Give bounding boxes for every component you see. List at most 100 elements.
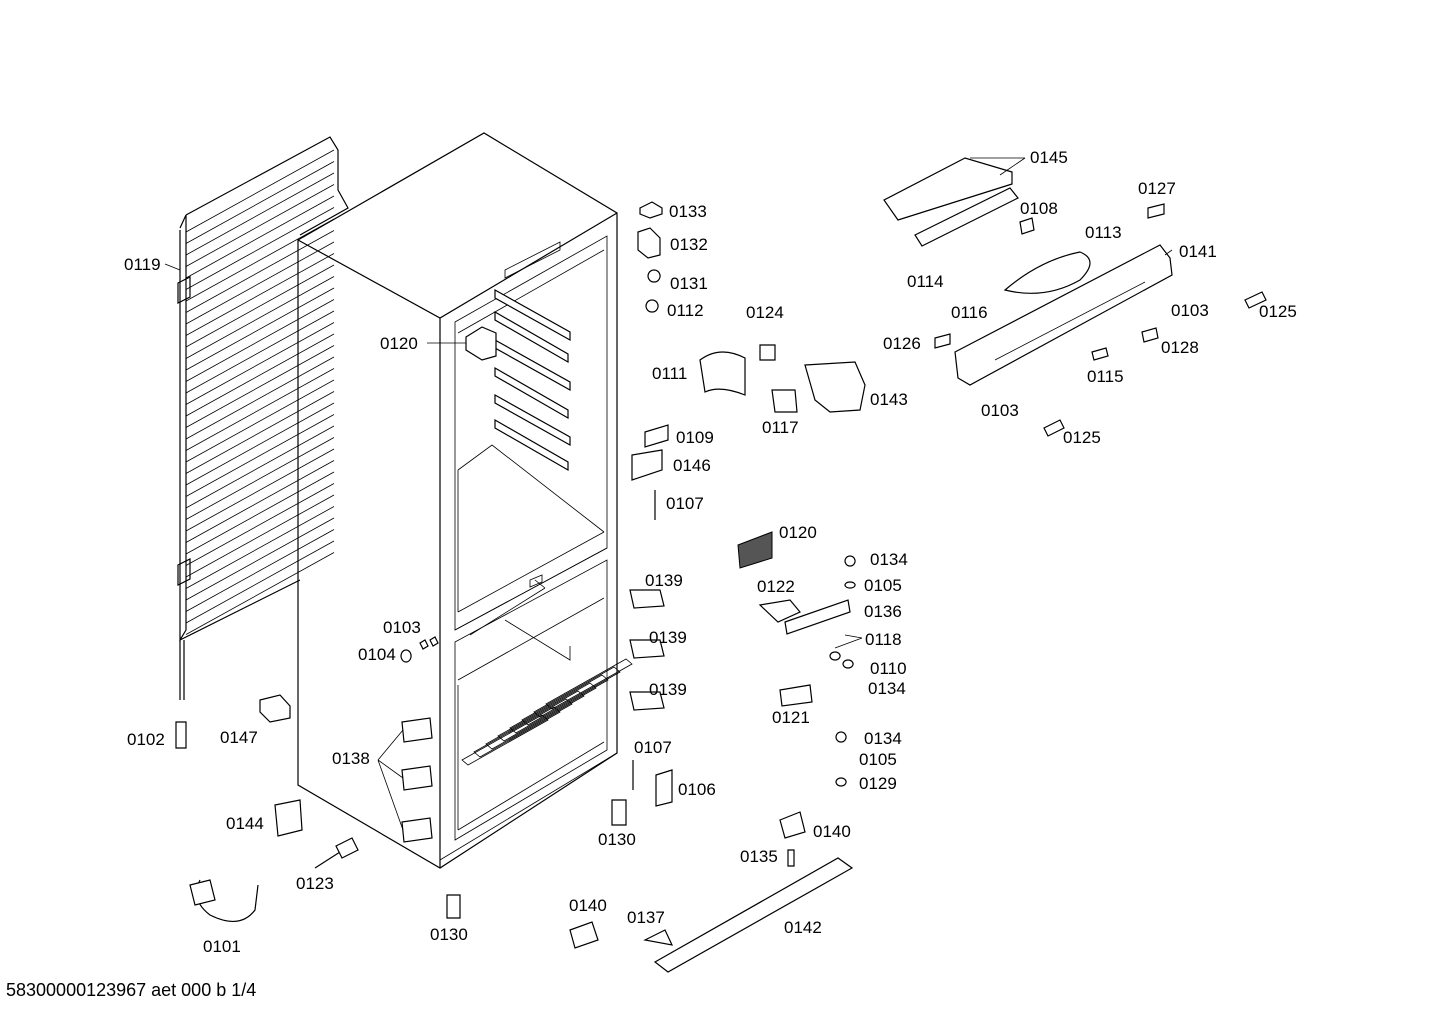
tray-rib xyxy=(485,698,573,750)
tray-rib xyxy=(533,666,621,718)
label-0138: 0138 xyxy=(332,749,370,768)
label-0142: 0142 xyxy=(784,918,822,937)
label-0111: 0111 xyxy=(652,364,687,383)
coil-rung xyxy=(185,345,335,428)
document-code: 58300000123967 aet 000 b 1/4 xyxy=(6,980,257,1000)
center-parts xyxy=(629,201,866,807)
coil-rung xyxy=(185,494,335,578)
label-0113: 0113 xyxy=(1085,223,1122,242)
label-0110: 0110 xyxy=(870,659,907,678)
coil-rung xyxy=(185,529,335,612)
shelf-rail xyxy=(494,366,569,420)
tray-rib xyxy=(473,706,561,758)
shelf-rail xyxy=(494,310,569,364)
label-0134-a: 0134 xyxy=(870,550,908,569)
label-0103-left: 0103 xyxy=(383,618,421,637)
label-0139-a: 0139 xyxy=(645,571,683,590)
coil-rung xyxy=(185,218,335,302)
label-0140-b: 0140 xyxy=(569,896,607,915)
label-0139-c: 0139 xyxy=(649,680,687,699)
label-0120-top: 0120 xyxy=(380,334,418,353)
coil-rungs xyxy=(185,149,335,635)
label-0118: 0118 xyxy=(865,630,902,649)
coil-rung xyxy=(185,172,335,256)
crisper-tray-ribs xyxy=(461,658,633,766)
coil-rung xyxy=(185,506,335,589)
coil-rung xyxy=(185,391,335,474)
label-0101: 0101 xyxy=(203,937,241,956)
label-0121: 0121 xyxy=(772,708,810,727)
label-0134-b: 0134 xyxy=(868,679,906,698)
coil-rung xyxy=(185,540,335,624)
coil-rung xyxy=(185,437,335,520)
control-panel-assembly xyxy=(883,157,1267,437)
coil-rung xyxy=(185,230,335,313)
label-0126: 0126 xyxy=(883,334,921,353)
label-0106: 0106 xyxy=(678,780,716,799)
coil-rung xyxy=(185,253,335,336)
coil-rung xyxy=(185,276,335,359)
shelf-rail xyxy=(494,288,571,342)
label-0124: 0124 xyxy=(746,303,784,322)
shelf-rail xyxy=(494,418,569,472)
label-0125-lower: 0125 xyxy=(1063,428,1101,447)
coil-rung xyxy=(185,195,335,279)
label-0119: 0119 xyxy=(124,255,161,274)
label-0147: 0147 xyxy=(220,728,258,747)
coil-rung xyxy=(185,448,335,532)
label-0125-right: 0125 xyxy=(1259,302,1297,321)
left-side-parts xyxy=(175,694,627,922)
label-0103-center: 0103 xyxy=(981,401,1019,420)
tray-rib xyxy=(509,682,597,734)
coil-rung xyxy=(185,322,335,405)
label-0115: 0115 xyxy=(1087,367,1124,386)
coil-rung xyxy=(185,161,335,244)
label-0141: 0141 xyxy=(1179,242,1217,261)
label-0112: 0112 xyxy=(667,301,704,320)
coil-rung xyxy=(185,299,335,382)
coil-rung xyxy=(185,471,335,555)
label-0127: 0127 xyxy=(1138,179,1176,198)
hinge-bracket-parts xyxy=(569,531,856,973)
coil-rung xyxy=(185,552,335,635)
label-0122: 0122 xyxy=(757,577,795,596)
label-0128: 0128 xyxy=(1161,338,1199,357)
coil-rung xyxy=(185,425,335,509)
label-0102: 0102 xyxy=(127,730,165,749)
label-0117: 0117 xyxy=(762,418,799,437)
label-0135: 0135 xyxy=(740,847,778,866)
coil-rung xyxy=(185,264,335,348)
coil-rung xyxy=(185,241,335,325)
coil-rung xyxy=(185,460,335,543)
label-0103-right: 0103 xyxy=(1171,301,1209,320)
label-0131: 0131 xyxy=(670,274,708,293)
label-0136: 0136 xyxy=(864,602,902,621)
refrigerator-cabinet xyxy=(297,132,633,869)
coil-rung xyxy=(185,184,335,267)
tray-rib xyxy=(461,714,549,766)
tray-rib xyxy=(545,658,633,710)
label-0120-bottom: 0120 xyxy=(779,523,817,542)
coil-rung xyxy=(185,402,335,486)
label-0114: 0114 xyxy=(907,272,944,291)
condenser-coil xyxy=(177,136,349,700)
shelf-rails xyxy=(494,288,571,472)
leader-lines xyxy=(164,157,1173,831)
shelf-rail xyxy=(494,393,571,447)
coil-rung xyxy=(185,379,335,463)
label-0130-b: 0130 xyxy=(430,925,468,944)
label-0146: 0146 xyxy=(673,456,711,475)
coil-rung xyxy=(185,368,335,451)
label-0107-top: 0107 xyxy=(666,494,704,513)
label-0107-bottom: 0107 xyxy=(634,738,672,757)
coil-rung xyxy=(185,414,335,497)
label-0109: 0109 xyxy=(676,428,714,447)
label-0130-a: 0130 xyxy=(598,830,636,849)
label-0132: 0132 xyxy=(670,235,708,254)
coil-rung xyxy=(185,483,335,566)
label-0105-a: 0105 xyxy=(864,576,902,595)
coil-rung xyxy=(185,356,335,440)
label-0129: 0129 xyxy=(859,774,897,793)
label-0139-b: 0139 xyxy=(649,628,687,647)
